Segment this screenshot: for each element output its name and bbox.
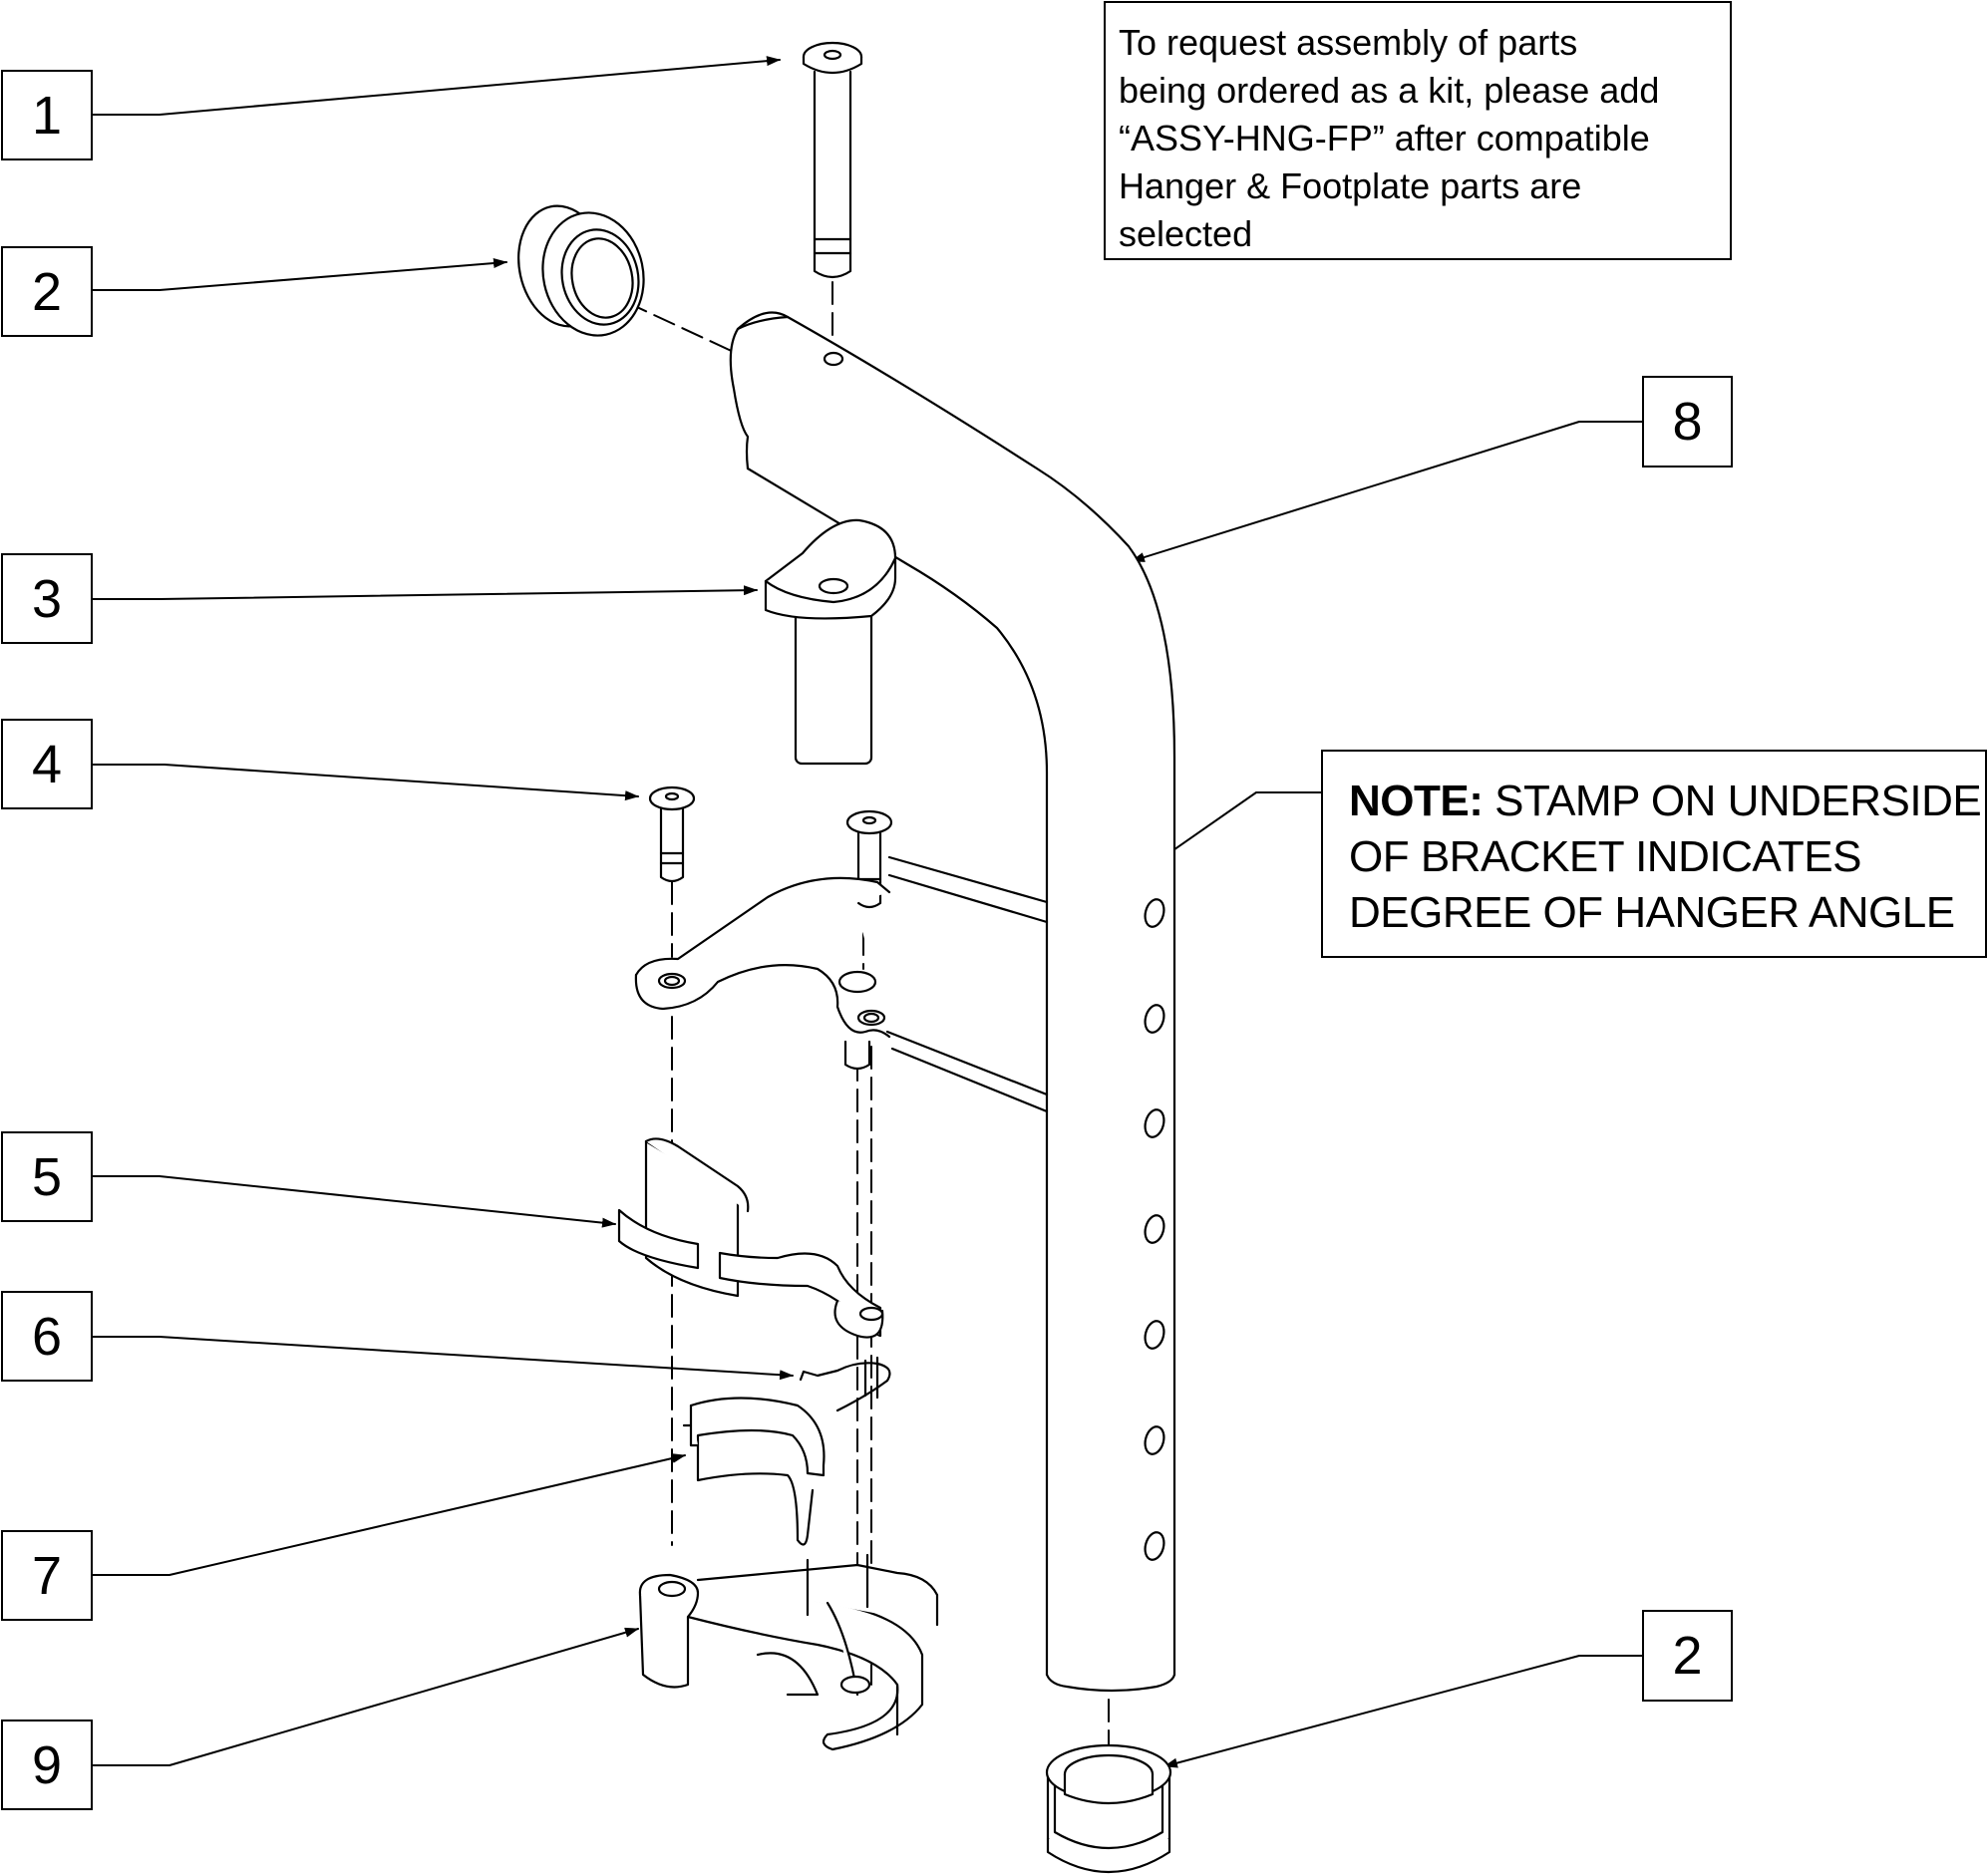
leader-2-top (92, 258, 507, 291)
latch (617, 1137, 884, 1339)
kit-note-line-2: being ordered as a kit, please add (1119, 70, 1660, 111)
callout-9: 9 (1, 1720, 93, 1810)
callout-2-bottom: 2 (1642, 1610, 1733, 1702)
note-prefix: NOTE: (1349, 777, 1484, 825)
pivot-pin (802, 41, 863, 279)
callout-2-top: 2 (1, 246, 93, 337)
leader-5 (92, 1175, 616, 1228)
adjustment-holes (1144, 898, 1165, 1561)
kit-note-line-1: To request assembly of parts (1119, 22, 1578, 63)
kit-note-line-3: “ASSY-HNG-FP” after compatible (1119, 118, 1650, 158)
bushing-bottom (1045, 1743, 1172, 1874)
clip-insert (682, 1397, 826, 1546)
callout-4: 4 (1, 719, 93, 809)
callout-5: 5 (1, 1131, 93, 1222)
stamp-note-line-3: DEGREE OF HANGER ANGLE (1349, 888, 1955, 937)
stamp-note-line-1-rest: STAMP ON UNDERSIDE (1483, 777, 1982, 825)
clamp-base (638, 1553, 939, 1751)
spring (799, 1356, 891, 1412)
leader-6 (92, 1336, 794, 1381)
callout-6: 6 (1, 1291, 93, 1382)
mounting-bracket (634, 855, 1049, 1113)
callout-1: 1 (1, 70, 93, 160)
callout-7: 7 (1, 1530, 93, 1621)
kit-note-line-5: selected (1119, 213, 1253, 254)
stamp-note: NOTE: STAMP ON UNDERSIDE OF BRACKET INDI… (1321, 750, 1987, 958)
callout-8: 8 (1642, 376, 1733, 468)
leader-7 (92, 1453, 686, 1576)
stamp-note-line-1: NOTE: STAMP ON UNDERSIDE (1349, 774, 1982, 829)
kit-note-line-4: Hanger & Footplate parts are (1119, 165, 1582, 206)
leader-3 (92, 585, 758, 600)
hanger-tube (729, 311, 1176, 1693)
leader-lines (92, 56, 1643, 1768)
stamp-note-line-2: OF BRACKET INDICATES (1349, 832, 1862, 881)
leader-4 (92, 764, 639, 801)
bushing-top (517, 204, 645, 337)
callout-3: 3 (1, 553, 93, 644)
leader-8 (1131, 421, 1643, 562)
leader-2-bottom (1163, 1655, 1643, 1768)
kit-assembly-note: To request assembly of parts being order… (1104, 1, 1732, 260)
leader-9 (92, 1627, 639, 1766)
spacer (764, 518, 897, 766)
leader-1 (92, 56, 781, 116)
